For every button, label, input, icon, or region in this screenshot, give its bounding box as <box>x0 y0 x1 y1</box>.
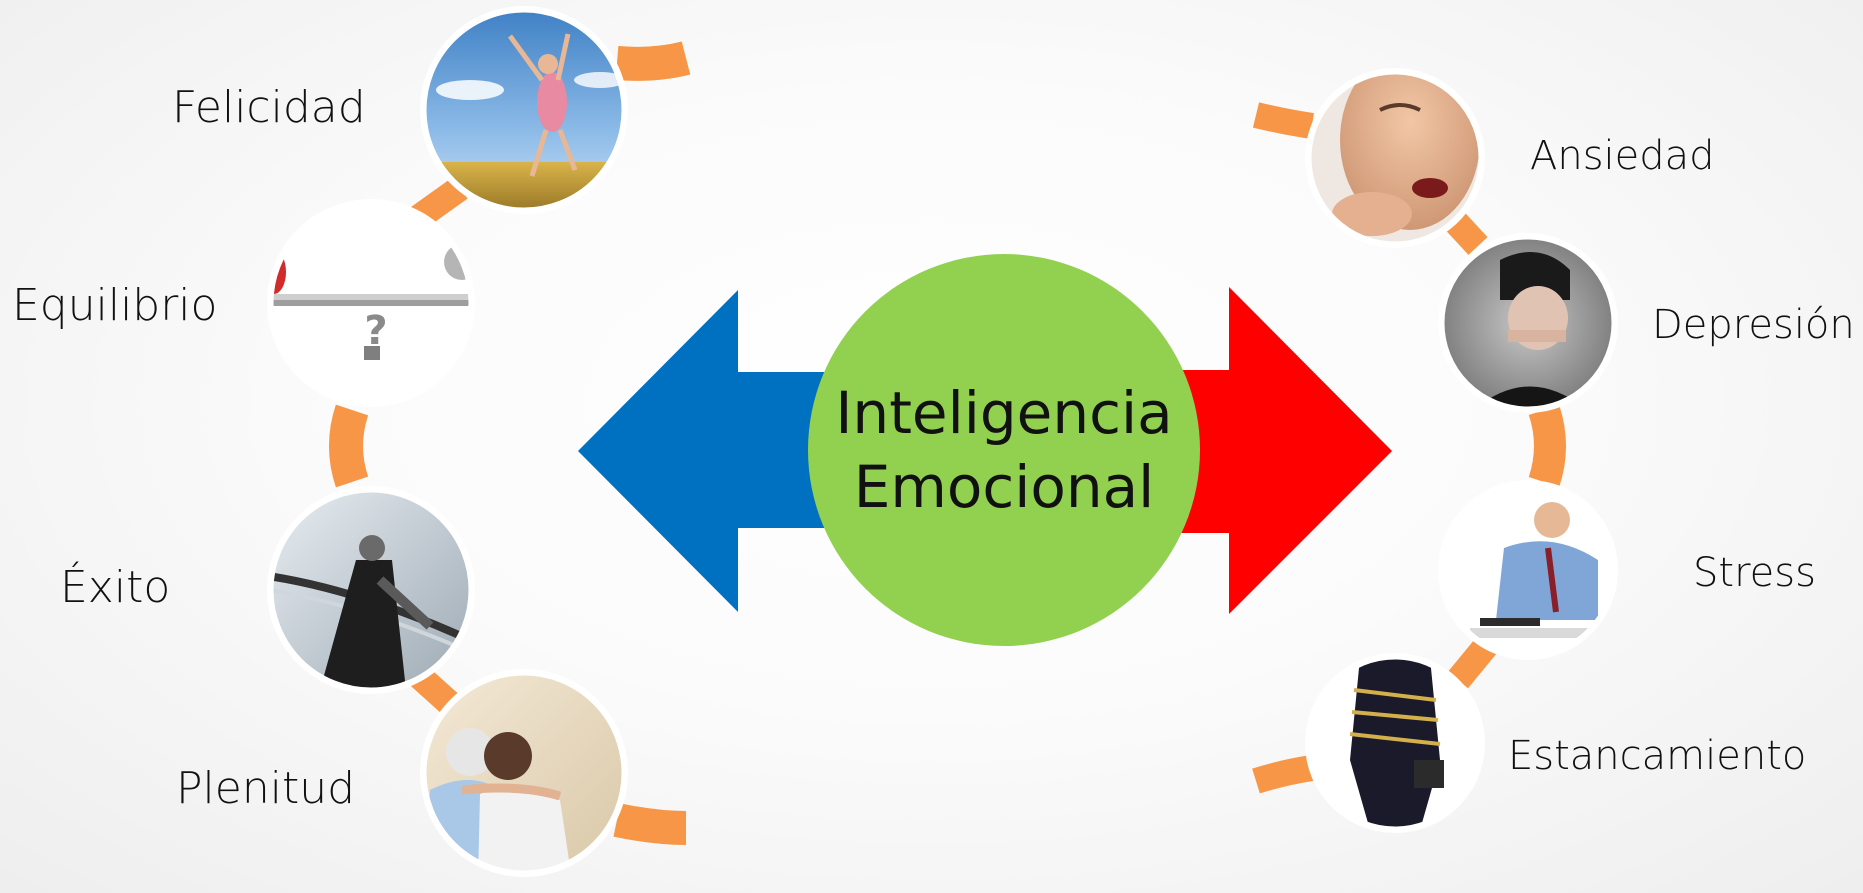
label-depresion: Depresión <box>1652 302 1855 348</box>
label-felicidad: Felicidad <box>172 82 366 133</box>
connector-estancamiento-stub <box>1252 755 1314 794</box>
label-exito: Éxito <box>60 562 171 613</box>
photo-ansiedad <box>1305 68 1485 248</box>
right-connectors <box>1252 102 1566 794</box>
photo-plenitud <box>420 669 628 877</box>
label-equilibrio: Equilibrio <box>12 280 218 331</box>
label-stress: Stress <box>1693 550 1816 596</box>
center-circle <box>808 254 1200 646</box>
svg-text:?: ? <box>364 308 387 354</box>
connector-stress-estancamiento <box>1447 637 1497 689</box>
photo-depresion <box>1438 233 1618 413</box>
left-arrow-blue <box>578 290 890 612</box>
label-plenitud: Plenitud <box>176 763 356 814</box>
connector-equilibrio-exito <box>329 404 369 488</box>
connector-ansiedad-depresion <box>1443 210 1488 255</box>
photo-equilibrio: ? <box>267 199 475 407</box>
connector-bottom-stub <box>613 803 687 845</box>
connector-depresion-stress <box>1528 404 1566 488</box>
photo-stress <box>1438 480 1618 660</box>
connector-top-stub <box>615 41 691 81</box>
photo-estancamiento <box>1305 653 1485 833</box>
label-estancamiento: Estancamiento <box>1508 733 1807 779</box>
photo-exito <box>267 486 475 694</box>
connector-ansiedad-stub <box>1252 102 1314 139</box>
label-ansiedad: Ansiedad <box>1530 133 1715 179</box>
photo-felicidad <box>420 6 628 214</box>
connector-felicidad-equilibrio <box>410 177 468 229</box>
